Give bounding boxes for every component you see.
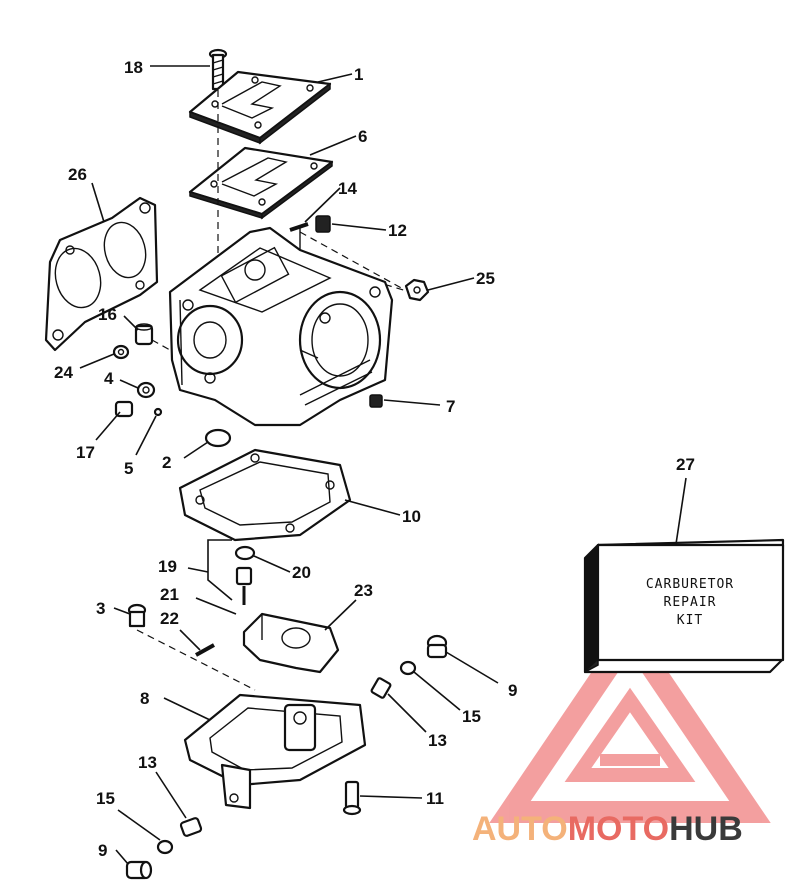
- callout-12: 12: [388, 221, 407, 240]
- callout-15-lower: 15: [96, 789, 115, 808]
- part-10-bowl-gasket: [178, 448, 352, 542]
- part-24-washer: [112, 344, 130, 360]
- callout-21: 21: [160, 585, 179, 604]
- callout-7: 7: [446, 397, 455, 416]
- part-22-pin: [195, 643, 215, 657]
- part-16-fitting: [134, 323, 154, 346]
- part-6-gasket: [188, 146, 334, 220]
- part-18-screw: [208, 48, 228, 91]
- part-27-repair-kit-box: CARBURETOR REPAIR KIT: [583, 538, 785, 674]
- watermark-logo: [489, 615, 771, 823]
- kit-label-line2: REPAIR: [664, 595, 717, 610]
- part-11-screw: [342, 780, 362, 816]
- part-2-disc: [204, 428, 232, 448]
- part-23-float: [242, 612, 340, 674]
- part-15-washer-upper: [399, 660, 417, 676]
- callout-2: 2: [162, 453, 171, 472]
- callout-17: 17: [76, 443, 95, 462]
- part-20-o-ring: [234, 545, 256, 561]
- callout-27: 27: [676, 455, 695, 474]
- part-9-screw-lower: [125, 860, 153, 880]
- part-8-float-bowl: [183, 693, 367, 810]
- callout-6: 6: [358, 127, 367, 146]
- callout-10: 10: [402, 507, 421, 526]
- svg-text:AUTOMOTOHUB: AUTOMOTOHUB: [472, 810, 743, 848]
- leader-lines: [79, 65, 687, 865]
- part-5-ball: [153, 407, 163, 417]
- part-12-fitting: [315, 215, 331, 233]
- part-15-washer-lower: [156, 839, 174, 855]
- callout-13-upper: 13: [428, 731, 447, 750]
- part-9-screw-upper: [426, 634, 448, 659]
- part-1-cover-plate: [188, 70, 332, 145]
- kit-label-line3: KIT: [677, 613, 703, 628]
- callout-26: 26: [68, 165, 87, 184]
- part-25-nut: [404, 278, 430, 302]
- part-21-needle-seat: [235, 566, 253, 605]
- part-3-screw: [127, 603, 147, 628]
- callout-25: 25: [476, 269, 495, 288]
- callout-8: 8: [140, 689, 149, 708]
- callout-23: 23: [354, 581, 373, 600]
- watermark-text: AUTOMOTOHUB: [472, 810, 743, 848]
- callout-15-upper: 15: [462, 707, 481, 726]
- callout-19: 19: [158, 557, 177, 576]
- callout-9-upper: 9: [508, 681, 517, 700]
- callout-20: 20: [292, 563, 311, 582]
- callout-1: 1: [354, 65, 363, 84]
- part-13-jet-upper: [370, 677, 392, 699]
- part-4-washer: [136, 381, 156, 399]
- callout-16: 16: [98, 305, 117, 324]
- callout-11: 11: [426, 789, 444, 808]
- part-14-pin: [289, 222, 309, 232]
- part-26-mounting-gasket: [44, 196, 159, 352]
- callout-5: 5: [124, 459, 133, 478]
- part-7-spring: [369, 394, 383, 408]
- watermark-auto: AUTO: [472, 810, 568, 848]
- callout-14: 14: [338, 179, 357, 198]
- carburetor-body: [168, 225, 394, 427]
- callout-4: 4: [104, 369, 114, 388]
- part-13-jet-lower: [179, 817, 203, 837]
- callout-13-lower: 13: [138, 753, 157, 772]
- kit-label-line1: CARBURETOR: [646, 577, 734, 592]
- watermark-moto: MOTO: [568, 810, 669, 848]
- callout-22: 22: [160, 609, 179, 628]
- callout-9-lower: 9: [98, 841, 107, 860]
- callout-18: 18: [124, 58, 143, 77]
- callout-3: 3: [96, 599, 105, 618]
- watermark-hub: HUB: [669, 810, 743, 848]
- callout-24: 24: [54, 363, 73, 382]
- callout-labels: 18 1 6 26 14 12 25 16 24 4 17 5 2 7 10 2…: [54, 58, 695, 860]
